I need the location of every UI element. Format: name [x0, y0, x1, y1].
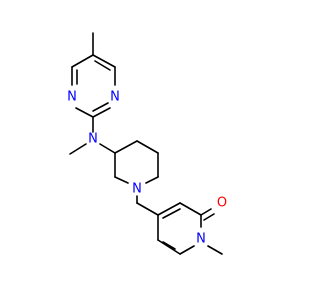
bond-c6-c5: [157, 239, 181, 255]
bond-c2-o: [200, 208, 212, 216]
pyridone-ring: [157, 202, 223, 255]
atom-label-n-pyrimidine-right: N: [110, 90, 120, 105]
bond-c6-c5-double: [162, 241, 176, 250]
bond-c5-c6-double: [94, 60, 111, 71]
bond-n-c2-left: [75, 107, 94, 118]
bond-c3-c4: [114, 140, 138, 154]
atom-label-o-carbonyl: O: [217, 196, 227, 211]
bond-c4-c3: [157, 202, 181, 216]
bond-n1-methyl: [207, 245, 223, 255]
bond-n-c2-right-double: [92, 102, 109, 112]
pyrimidine-ring: [71, 32, 116, 133]
bond-ch2-pyridone: [136, 202, 159, 216]
bond-c5-c6: [92, 54, 116, 68]
atom-label-n-piperidine: N: [132, 182, 142, 197]
bond-c5-c4: [71, 54, 94, 68]
bond-n-c2-right: [92, 107, 111, 118]
molecule-structure-diagram: N N N N O N: [67, 32, 227, 255]
amine-group: [69, 143, 116, 155]
bond-npip-c2: [114, 176, 129, 184]
atom-label-n-pyridone: N: [196, 232, 206, 247]
bond-c3-c2: [179, 202, 202, 216]
bond-c4-c3-double: [162, 208, 181, 219]
bond-namine-c3: [99, 143, 116, 154]
piperidine-ring: [114, 140, 159, 204]
bond-c2-o-double: [203, 213, 215, 221]
bond-n1-c6: [179, 245, 195, 255]
bond-c4-c5: [136, 140, 159, 154]
atom-label-n-pyrimidine-left: N: [67, 90, 77, 105]
bond-c6-npip: [145, 176, 159, 184]
atom-label-n-amine: N: [88, 132, 98, 147]
bond-namine-methyl: [69, 143, 87, 155]
